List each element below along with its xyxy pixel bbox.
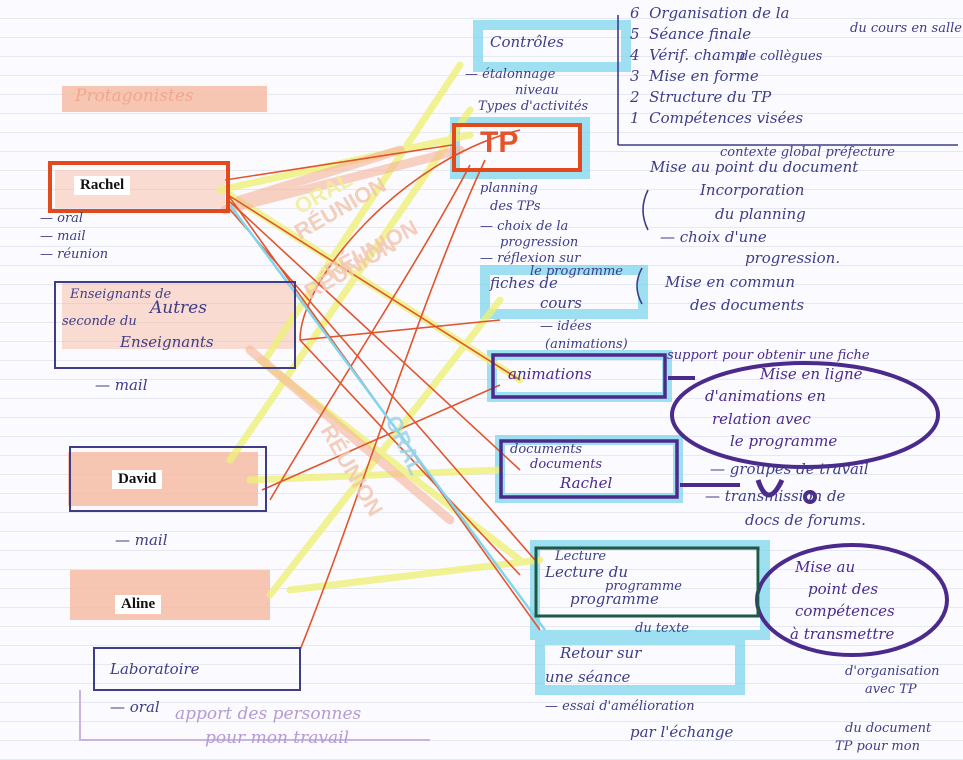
planning-line2: des TPs xyxy=(490,199,541,214)
list-item: 1 Compétences visées xyxy=(630,109,804,127)
aline-name: Aline xyxy=(115,595,162,614)
documents-line2: documents xyxy=(530,457,603,472)
du-texte: du texte xyxy=(635,621,689,636)
mise-ligne-1: Mise en ligne xyxy=(760,365,863,383)
david-mail: — mail xyxy=(115,531,168,549)
mise-ligne-2: d'animations en xyxy=(705,387,826,405)
mise-point-2: point des xyxy=(808,580,879,598)
choix-line2: progression xyxy=(500,235,579,250)
incorporation-line2: du planning xyxy=(715,205,806,223)
commun-line2: des documents xyxy=(690,296,805,314)
reflexion-line2: le programme xyxy=(530,264,623,279)
numbered-list: 6 Organisation de la 5 Séance finale 4 V… xyxy=(630,4,804,132)
rachel-reunion: — réunion xyxy=(40,247,109,262)
etalonnage-line2: niveau xyxy=(515,83,559,98)
protagonistes-heading: Protagonistes xyxy=(75,86,194,106)
documents-line3: Rachel xyxy=(560,474,613,492)
retour-line1: Retour sur xyxy=(560,644,642,662)
autres-line3: seconde du xyxy=(62,314,137,329)
documents-line1: documents xyxy=(510,442,583,457)
laboratoire-oral: — oral xyxy=(110,698,160,716)
david-highlight xyxy=(68,452,258,506)
lecture-line4: programme xyxy=(570,590,659,608)
apport-line2: pour mon travail xyxy=(205,728,350,748)
essai-line2: par l'échange xyxy=(630,723,734,741)
controles-label: Contrôles xyxy=(490,33,564,51)
autres-line2: Autres xyxy=(150,298,207,318)
groupes-line2: — transmission de xyxy=(705,487,846,505)
lecture-line3: programme xyxy=(605,579,682,594)
protagonistes-highlight xyxy=(62,86,267,112)
list-extra1: du cours en salle xyxy=(850,21,962,36)
idees-line1: — idées xyxy=(540,319,592,334)
choix-line1: — choix de la xyxy=(480,219,569,234)
groupes-line1: — groupes de travail xyxy=(710,460,869,478)
choix-prog-line1: — choix d'une xyxy=(660,228,767,246)
apport-line1: apport des personnes xyxy=(175,704,362,724)
fiches-line2: cours xyxy=(540,294,582,312)
rachel-name: Rachel xyxy=(74,176,131,195)
essai-line1: — essai d'amélioration xyxy=(545,699,695,714)
autres-highlight xyxy=(62,283,294,349)
retour-line2: une séance xyxy=(545,668,631,686)
mise-ligne-3: relation avec xyxy=(712,410,811,428)
rachel-oral: — oral xyxy=(40,211,84,226)
david-name: David xyxy=(112,470,163,489)
fiches-line1: fiches de xyxy=(490,274,558,292)
planning-line1: planning xyxy=(480,181,538,196)
tp-label: TP xyxy=(480,126,519,159)
laboratoire-label: Laboratoire xyxy=(110,660,200,678)
types-activites: Types d'activités xyxy=(478,99,589,114)
list-item: 3 Mise en forme xyxy=(630,67,759,85)
organisation-line2: avec TP xyxy=(865,682,917,697)
mise-point-4: à transmettre xyxy=(790,625,895,643)
idees-line2: (animations) xyxy=(545,337,628,352)
animations-label: animations xyxy=(508,365,592,383)
rachel-mail: — mail xyxy=(40,229,86,244)
list-item: 2 Structure du TP xyxy=(630,88,772,106)
lecture-line1: Lecture xyxy=(555,549,607,564)
contexte-label: contexte global préfecture xyxy=(720,145,895,160)
list-item: 5 Séance finale xyxy=(630,25,752,43)
autres-line4: Enseignants xyxy=(120,333,214,351)
document-line1: du document xyxy=(845,721,932,736)
aline-highlight xyxy=(70,570,270,620)
groupes-line3: docs de forums. xyxy=(745,511,866,529)
etalonnage-line1: — étalonnage xyxy=(465,67,556,82)
mise-au-point-doc: Mise au point du document xyxy=(650,158,859,176)
autres-mail: — mail xyxy=(95,376,148,394)
document-line2: TP pour mon xyxy=(835,739,920,754)
lecture-line2: Lecture du xyxy=(545,563,629,581)
list-item: 4 Vérif. champ xyxy=(630,46,745,64)
commun-line1: Mise en commun xyxy=(665,273,796,291)
choix-prog-line2: progression. xyxy=(745,249,841,267)
list-extra2: de collègues xyxy=(740,49,823,64)
autres-line1: Enseignants de xyxy=(70,287,172,302)
mise-ligne-4: le programme xyxy=(730,432,838,450)
incorporation-line1: Incorporation xyxy=(700,181,805,199)
obtenir-fiche: — support pour obtenir une fiche xyxy=(650,348,870,363)
mise-point-3: compétences xyxy=(795,602,895,620)
mise-point-1: Mise au xyxy=(795,558,856,576)
reflexion-line1: — réflexion sur xyxy=(480,251,581,266)
list-item: 6 Organisation de la xyxy=(630,4,790,22)
organisation-line1: d'organisation xyxy=(845,664,940,679)
